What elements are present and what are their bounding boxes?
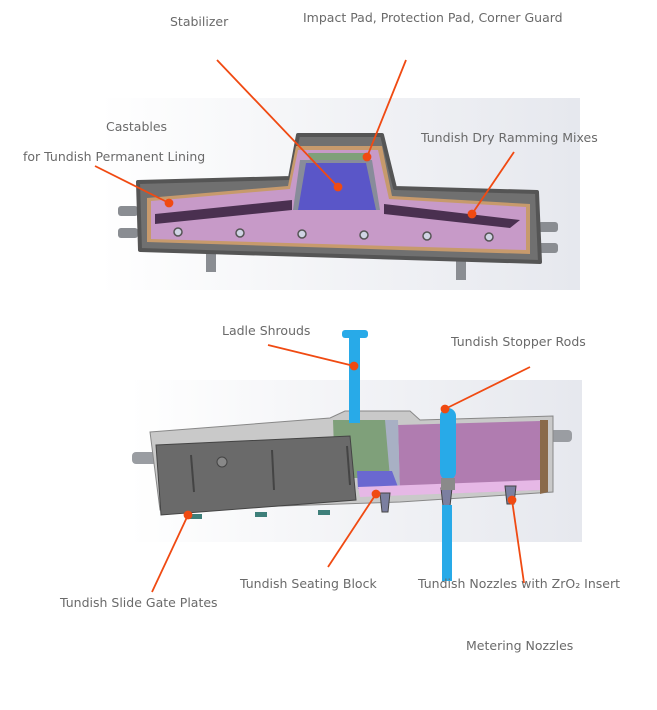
leader-lines bbox=[94, 59, 531, 593]
label-stopper-rods: Tundish Stopper Rods bbox=[451, 334, 586, 349]
label-stabilizer: Stabilizer bbox=[170, 14, 229, 29]
label-impact-pad: Impact Pad, Protection Pad, Corner Guard bbox=[303, 10, 563, 25]
label-metering: Metering Nozzles bbox=[466, 638, 574, 653]
stopper-rod bbox=[440, 408, 456, 480]
label-ladle-shrouds: Ladle Shrouds bbox=[222, 323, 311, 338]
ladle-shroud bbox=[342, 330, 368, 338]
label-nozzles: Tundish Nozzles with ZrO₂ Insert bbox=[418, 576, 621, 591]
label-castables: Castables bbox=[106, 119, 168, 134]
label-seating-block: Tundish Seating Block bbox=[240, 576, 377, 591]
label-slide-gate: Tundish Slide Gate Plates bbox=[60, 595, 218, 610]
label-dry-ramming: Tundish Dry Ramming Mixes bbox=[421, 130, 598, 145]
tundish-section-view bbox=[132, 330, 572, 581]
label-permanent-lining: for Tundish Permanent Lining bbox=[23, 149, 206, 164]
